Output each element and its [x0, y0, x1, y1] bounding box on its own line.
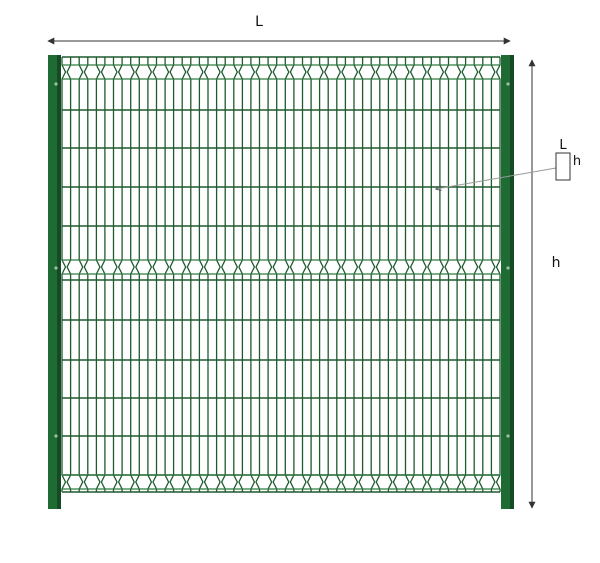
vertical-wire: [255, 57, 261, 492]
vertical-wire: [387, 57, 393, 492]
vertical-wire: [83, 57, 89, 492]
vertical-wire: [198, 57, 204, 492]
vertical-wire: [444, 57, 450, 492]
left-post: [48, 55, 61, 509]
vertical-wire: [490, 57, 496, 492]
left-post-shade: [57, 55, 61, 509]
wire-mesh: [61, 56, 501, 493]
vertical-wire: [164, 57, 170, 492]
vertical-wire: [130, 57, 135, 492]
vertical-wire: [422, 57, 427, 492]
vertical-wire: [375, 57, 381, 492]
mesh-opening-length-label: L: [559, 138, 567, 153]
height-dimension: h: [528, 59, 561, 509]
vertical-wire: [404, 57, 410, 492]
vertical-wire: [392, 57, 398, 492]
length-dimension: L: [47, 14, 511, 45]
vertical-wire: [478, 57, 484, 492]
vertical-wire: [353, 57, 359, 492]
vertical-wire: [336, 57, 342, 492]
vertical-wire: [181, 57, 187, 492]
right-post-clip-lower: [506, 434, 510, 438]
left-post-clip-top: [54, 82, 58, 86]
vertical-wire: [439, 57, 445, 492]
vertical-wire: [186, 57, 192, 492]
vertical-wire: [203, 57, 209, 492]
right-post-shade: [510, 55, 514, 509]
vertical-wire: [100, 57, 106, 492]
height-label: h: [552, 255, 561, 271]
vertical-wire: [169, 57, 175, 492]
vertical-wire: [147, 57, 153, 492]
vertical-wire: [250, 57, 256, 492]
vertical-wire: [318, 57, 324, 492]
vertical-wire: [152, 57, 158, 492]
vertical-wire: [409, 57, 415, 492]
vertical-wire: [135, 57, 140, 492]
vertical-wire: [78, 57, 84, 492]
vertical-wire: [341, 57, 347, 492]
mesh-opening-box: [555, 152, 571, 181]
vertical-wire: [289, 57, 295, 492]
vertical-wire: [61, 57, 67, 492]
length-label: L: [255, 14, 263, 30]
vertical-wire: [495, 57, 501, 492]
vertical-wire: [306, 57, 312, 492]
vertical-wire: [284, 57, 290, 492]
callout-leader-line: [436, 167, 557, 189]
vertical-wire: [238, 57, 244, 492]
mesh-opening-height-label: h: [573, 154, 581, 169]
vertical-wire: [117, 57, 123, 492]
vertical-wire: [473, 57, 479, 492]
right-post-clip-middle: [506, 266, 510, 270]
mesh-opening-callout: L h: [436, 138, 581, 189]
vertical-wire: [301, 57, 307, 492]
vertical-wire: [215, 57, 221, 492]
left-post-clip-lower: [54, 434, 58, 438]
vertical-wire: [220, 57, 226, 492]
vertical-wire: [233, 57, 239, 492]
left-post-clip-middle: [54, 266, 58, 270]
vertical-wire: [370, 57, 376, 492]
right-post-clip-top: [506, 82, 510, 86]
vertical-wire: [358, 57, 364, 492]
vertical-wire: [112, 57, 118, 492]
right-post: [501, 55, 514, 509]
vertical-wire: [66, 57, 72, 492]
vertical-wire: [461, 57, 467, 492]
vertical-wire: [267, 57, 273, 492]
vertical-wire: [323, 57, 329, 492]
vertical-wire: [272, 57, 278, 492]
vertical-wire: [427, 57, 432, 492]
vertical-wire: [95, 57, 101, 492]
vertical-wire: [456, 57, 462, 492]
